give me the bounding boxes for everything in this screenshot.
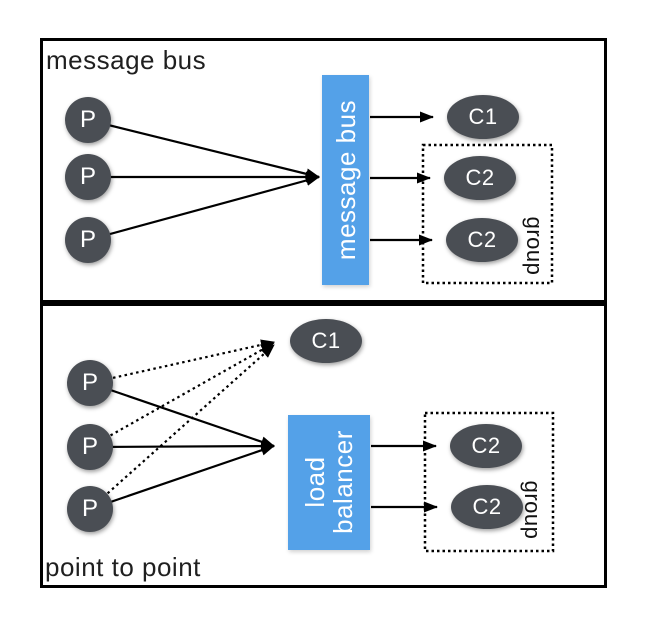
- consumer-label: C2: [465, 165, 495, 190]
- load-balancer-rect: [288, 415, 370, 550]
- producer-node: P: [65, 154, 111, 200]
- panel-title-point-to-point: point to point: [45, 552, 201, 582]
- message-bus-rect: [322, 75, 369, 285]
- group-label-bottom: group: [520, 480, 545, 540]
- consumer-label: C2: [471, 433, 501, 458]
- producer-node: P: [67, 360, 113, 406]
- producer-label: P: [81, 369, 98, 396]
- dotted-arrow-p3-to-c1: [89, 344, 275, 510]
- load-balancer-label-line2: balancer: [328, 430, 358, 534]
- group-label-top: group: [522, 216, 547, 276]
- consumer-label: C2: [467, 227, 497, 252]
- arrow-p2-to-balancer: [89, 440, 275, 452]
- group-box-bottom: [423, 411, 555, 553]
- producer-label: P: [79, 226, 96, 253]
- message-bus-rect-label: message bus: [330, 99, 361, 261]
- consumer-label: C2: [472, 494, 502, 519]
- consumer-node-c2: C2: [451, 485, 523, 529]
- producer-node: P: [65, 217, 111, 263]
- load-balancer-label-line1: load: [299, 456, 330, 508]
- producer-label: P: [79, 106, 96, 133]
- dotted-arrow-p1-to-c1: [89, 339, 275, 385]
- panel-title-message-bus: message bus: [46, 45, 207, 75]
- producer-node: P: [67, 424, 113, 470]
- arrow-p1-to-bus: [87, 118, 320, 180]
- consumer-label: C1: [311, 328, 341, 353]
- consumer-node-c2: C2: [444, 156, 516, 200]
- producer-label: P: [81, 433, 98, 460]
- consumer-node-c1: C1: [447, 95, 519, 139]
- load-balancer-rect-label: load balancer: [299, 430, 358, 534]
- consumer-node-c2: C2: [446, 218, 518, 262]
- producer-label: P: [79, 163, 96, 190]
- dotted-arrow-p2-to-c1: [89, 342, 275, 448]
- arrow-p3-to-bus: [87, 175, 320, 242]
- consumer-node-c2: C2: [450, 424, 522, 468]
- arrow-p3-to-balancer: [89, 444, 275, 511]
- consumer-label: C1: [468, 104, 498, 129]
- consumer-node-c1: C1: [290, 319, 362, 363]
- group-box-top: [421, 143, 554, 285]
- arrow-p1-to-balancer: [89, 381, 275, 448]
- producer-node: P: [67, 486, 113, 532]
- producer-node: P: [65, 97, 111, 143]
- producer-label: P: [81, 495, 98, 522]
